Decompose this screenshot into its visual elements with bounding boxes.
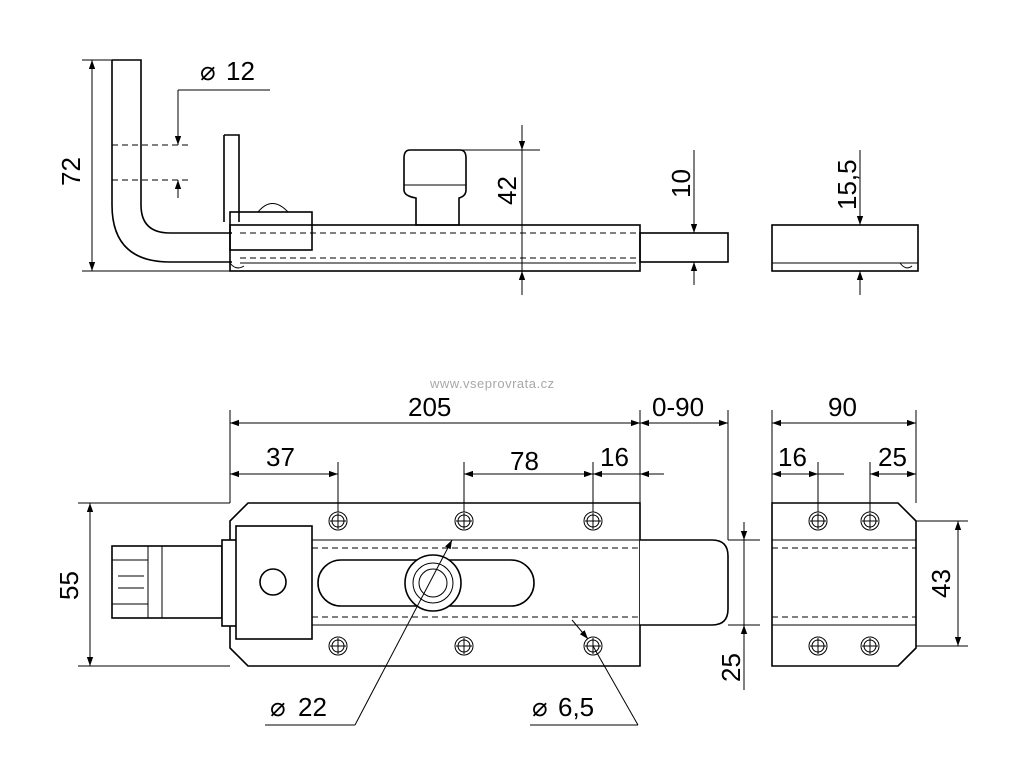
dim-bolt-10: 10 [666, 169, 696, 198]
dim-pin-diameter-symbol: ⌀ [200, 56, 216, 86]
dim-length-205: 205 [408, 392, 451, 422]
dim-travel-0-90: 0-90 [652, 392, 704, 422]
bolt-end [640, 539, 729, 626]
side-bolt-end [639, 232, 729, 263]
bracket [235, 525, 313, 640]
dim-bolt-25: 25 [716, 653, 746, 682]
dim-knob-42: 42 [492, 176, 522, 205]
dim-hole-diameter-6-5: 6,5 [558, 692, 594, 722]
keeper-view: 90 16 25 43 [771, 392, 968, 667]
top-view: 205 0-90 37 78 16 55 25 ⌀ 22 [54, 392, 760, 726]
bracket-pin-hole [259, 568, 287, 596]
side-keeper [771, 224, 919, 272]
dim-knob-diameter-symbol: ⌀ [270, 692, 286, 722]
side-knob [403, 149, 467, 226]
watermark: www.vseprovrata.cz [429, 376, 555, 391]
dim-pin-diameter-12: 12 [226, 56, 255, 86]
dim-keeper-15-5: 15,5 [832, 159, 862, 210]
side-housing [229, 224, 641, 272]
mounting-holes [328, 511, 603, 656]
dim-height-55: 55 [54, 571, 84, 600]
dim-knob-diameter-22: 22 [298, 692, 327, 722]
dim-keeper-offset-25: 25 [878, 442, 907, 472]
side-view: 72 ⌀ 12 42 10 15,5 [56, 56, 919, 295]
guide-tab [223, 134, 240, 222]
dim-keeper-height-43: 43 [926, 569, 956, 598]
dim-height-72: 72 [56, 157, 86, 186]
handle-grip [111, 545, 223, 619]
dim-keeper-width-90: 90 [828, 392, 857, 422]
dim-hole-diameter-symbol: ⌀ [532, 692, 548, 722]
dim-spacing-78: 78 [510, 446, 539, 476]
side-bracket [229, 211, 313, 251]
dim-offset-16: 16 [600, 442, 629, 472]
dim-offset-37: 37 [266, 442, 295, 472]
keeper-plate [771, 502, 917, 667]
handle-pin [111, 59, 232, 263]
dim-keeper-offset-16: 16 [778, 442, 807, 472]
keeper-mounting-holes [808, 511, 880, 656]
side-bracket-dome [257, 203, 289, 213]
